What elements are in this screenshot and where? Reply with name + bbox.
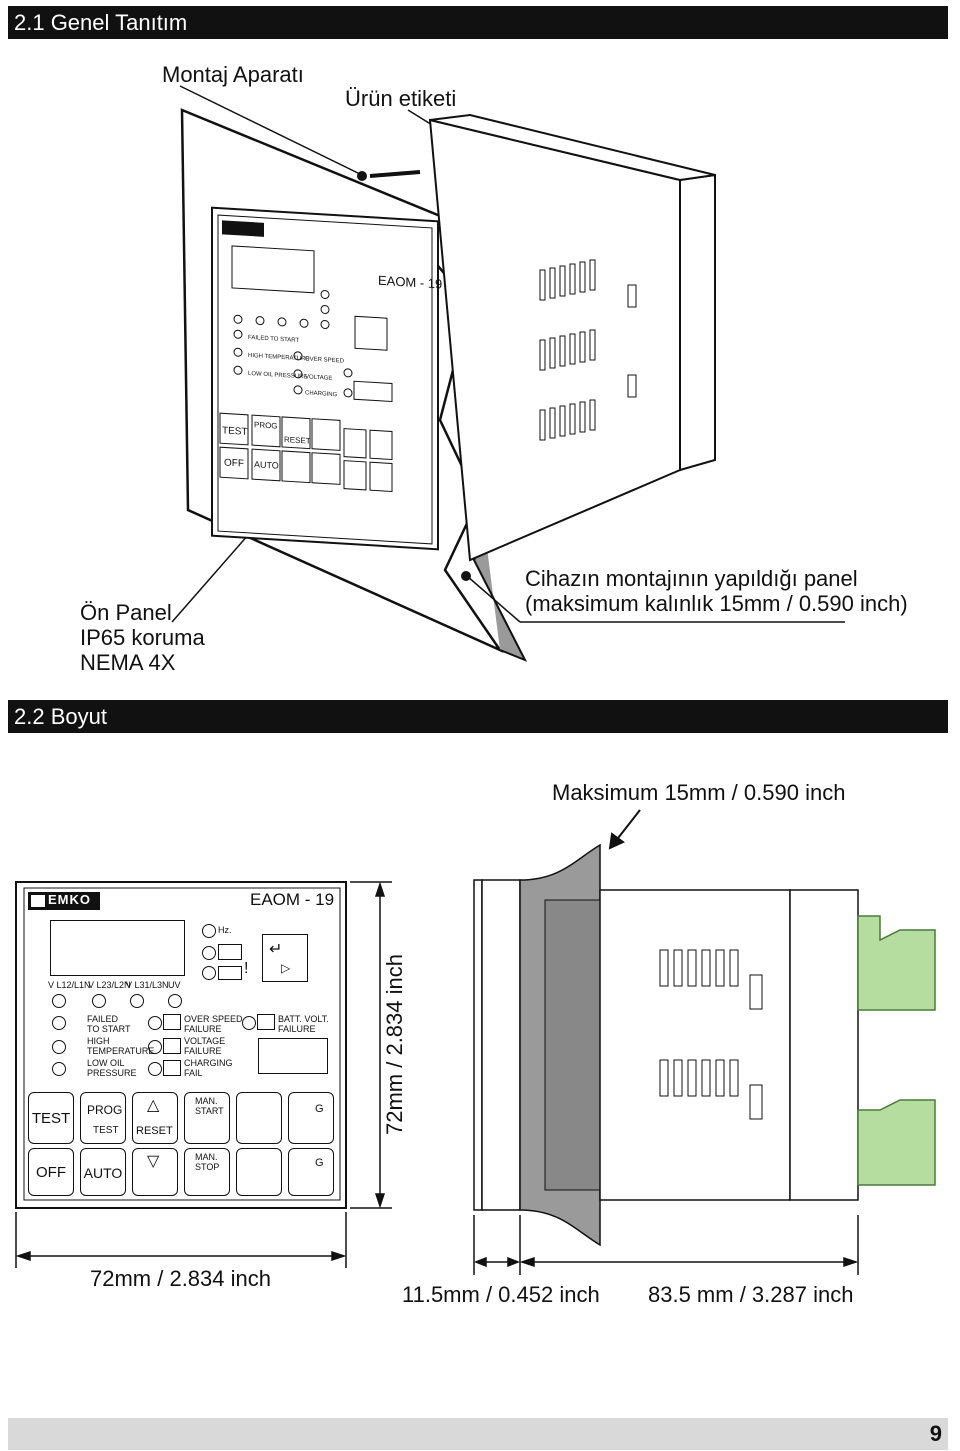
uv-label: UV: [168, 980, 181, 990]
gen-test-button[interactable]: G: [288, 1148, 334, 1196]
svg-text:TEST: TEST: [222, 425, 248, 438]
brand-logo: EMKO: [48, 892, 91, 907]
svg-text:OVER SPEED: OVER SPEED: [305, 356, 345, 364]
mains-contactor-button[interactable]: [236, 1092, 282, 1144]
hz-led: [202, 924, 216, 938]
page-number-bar: 9: [8, 1418, 948, 1450]
svg-text:HIGH TEMPERATURE: HIGH TEMPERATURE: [248, 353, 309, 363]
page-number: 9: [929, 1421, 942, 1446]
failed-start-led: [52, 1016, 66, 1030]
front-panel-label: Ön Panel: [80, 600, 172, 625]
charging-icon: [163, 1060, 181, 1076]
v1-led: [52, 994, 66, 1008]
voltage-led: [148, 1040, 162, 1054]
high-temp-led: [52, 1040, 66, 1054]
horn-led: [202, 966, 216, 980]
ip65-label: IP65 koruma: [80, 625, 205, 650]
v2-led: [92, 994, 106, 1008]
svg-text:OFF: OFF: [224, 457, 244, 469]
section-header-general: 2.1 Genel Tanıtım: [8, 6, 948, 39]
v3-led: [130, 994, 144, 1008]
svg-text:VOLTAGE: VOLTAGE: [305, 374, 332, 382]
max-thickness-label: Maksimum 15mm / 0.590 inch: [552, 780, 846, 805]
main-display: [50, 920, 185, 976]
hz-label: Hz.: [218, 925, 232, 935]
test-button[interactable]: TEST: [28, 1092, 74, 1144]
over-speed-icon: [163, 1014, 181, 1030]
product-label-label: Ürün etiketi: [345, 86, 457, 111]
mains-test-button[interactable]: [236, 1148, 282, 1196]
battery-led: [202, 946, 216, 960]
down-button[interactable]: ▽: [132, 1148, 178, 1196]
horn-icon: [218, 966, 242, 980]
charging-led: [148, 1062, 162, 1076]
battery-icon: [218, 944, 242, 960]
svg-text:FAILED TO START: FAILED TO START: [248, 335, 300, 344]
batt-volt-label: BATT. VOLT.FAILURE: [278, 1014, 329, 1034]
svg-text:RESET: RESET: [284, 435, 311, 446]
uv-led: [168, 994, 182, 1008]
svg-text:EMKO: EMKO: [228, 224, 258, 237]
bezel-depth-dimension: 11.5mm / 0.452 inch: [402, 1282, 600, 1307]
svg-text:LOW OIL PRESSURE: LOW OIL PRESSURE: [248, 371, 307, 381]
front-width-dimension: 72mm / 2.834 inch: [90, 1266, 271, 1291]
batt-volt-led: [242, 1016, 256, 1030]
mount-panel-label: Cihazın montajının yapıldığı panel: [525, 566, 858, 591]
svg-text:PROG: PROG: [254, 420, 278, 430]
generator-contactor-button[interactable]: G: [288, 1092, 334, 1144]
nema-label: NEMA 4X: [80, 650, 176, 675]
v3-label: V L31/L3N: [126, 980, 169, 990]
over-speed-led: [148, 1016, 162, 1030]
svg-text:CHARGING: CHARGING: [305, 390, 338, 398]
prog-button[interactable]: PROG TEST: [80, 1092, 126, 1144]
off-button[interactable]: OFF: [28, 1148, 74, 1196]
low-oil-led: [52, 1062, 66, 1076]
svg-text:AUTO: AUTO: [254, 459, 279, 470]
secondary-display: [258, 1038, 328, 1074]
reset-button[interactable]: △ RESET: [132, 1092, 178, 1144]
svg-text:EAOM - 19: EAOM - 19: [378, 273, 442, 292]
auto-button[interactable]: AUTO: [80, 1148, 126, 1196]
enter-run-panel: ↵ ▷: [262, 934, 308, 982]
v2-label: V L23/L2N: [88, 980, 131, 990]
mount-panel-thickness-label: (maksimum kalınlık 15mm / 0.590 inch): [525, 591, 908, 616]
man-stop-button[interactable]: MAN.STOP: [184, 1148, 230, 1196]
man-start-button[interactable]: MAN.START: [184, 1092, 230, 1144]
section-header-dimensions: 2.2 Boyut: [8, 700, 948, 733]
v1-label: V L12/L1N: [48, 980, 91, 990]
mount-bracket-label: Montaj Aparatı: [162, 62, 304, 87]
model-name: EAOM - 19: [250, 890, 335, 909]
batt-volt-icon: [257, 1014, 275, 1030]
voltage-icon: [163, 1038, 181, 1054]
body-depth-dimension: 83.5 mm / 3.287 inch: [648, 1282, 854, 1307]
